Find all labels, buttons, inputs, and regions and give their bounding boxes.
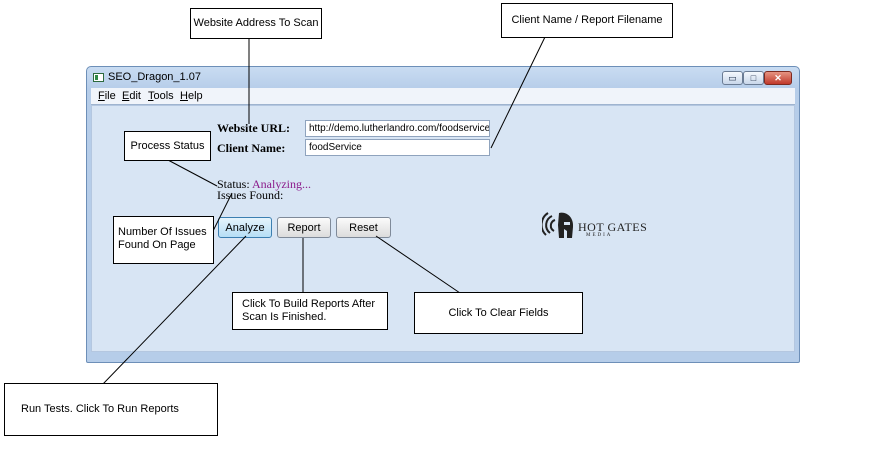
callout-issues-found-line2: Found On Page bbox=[118, 239, 196, 251]
callout-client-name: Client Name / Report Filename bbox=[501, 3, 673, 38]
callout-issues-found: Number Of Issues Found On Page bbox=[113, 216, 214, 264]
callout-report-line1: Click To Build Reports After bbox=[242, 298, 376, 310]
logo-subtitle: MEDIA bbox=[586, 233, 613, 238]
logo-name: HOT GATES bbox=[578, 220, 648, 234]
window-title: SEO_Dragon_1.07 bbox=[108, 71, 201, 83]
status-line: Status: Analyzing... bbox=[217, 177, 311, 192]
client-name-input[interactable]: foodService bbox=[305, 139, 490, 156]
status-label: Status: bbox=[217, 177, 250, 191]
menu-edit[interactable]: Edit bbox=[122, 90, 141, 102]
callout-reset: Click To Clear Fields bbox=[414, 292, 583, 334]
menu-bar: File Edit Tools Help bbox=[91, 88, 795, 105]
website-url-label: Website URL: bbox=[217, 121, 290, 135]
app-icon bbox=[93, 73, 104, 82]
status-value: Analyzing... bbox=[252, 177, 312, 191]
callout-process-status: Process Status bbox=[124, 131, 211, 161]
callout-website-address: Website Address To Scan bbox=[190, 8, 322, 39]
analyze-button[interactable]: Analyze bbox=[218, 217, 272, 238]
website-url-input[interactable]: http://demo.lutherlandro.com/foodservice… bbox=[305, 120, 490, 137]
report-button[interactable]: Report bbox=[277, 217, 331, 238]
title-bar[interactable]: SEO_Dragon_1.07 ▭ □ ✕ bbox=[87, 67, 799, 88]
menu-file[interactable]: File bbox=[98, 90, 116, 102]
minimize-button[interactable]: ▭ bbox=[722, 71, 743, 85]
menu-help[interactable]: Help bbox=[180, 90, 203, 102]
close-button[interactable]: ✕ bbox=[764, 71, 792, 85]
callout-analyze: Run Tests. Click To Run Reports bbox=[4, 383, 218, 436]
reset-button[interactable]: Reset bbox=[336, 217, 391, 238]
spartan-helmet-icon bbox=[540, 212, 574, 238]
hot-gates-media-logo: HOT GATES MEDIA bbox=[540, 205, 652, 245]
menu-tools[interactable]: Tools bbox=[148, 90, 174, 102]
callout-report: Click To Build Reports After Scan Is Fin… bbox=[232, 292, 388, 330]
client-name-label: Client Name: bbox=[217, 141, 286, 155]
callout-report-line2: Scan Is Finished. bbox=[242, 311, 327, 323]
issues-found-label: Issues Found: bbox=[217, 188, 284, 202]
callout-issues-found-line1: Number Of Issues bbox=[118, 226, 207, 238]
maximize-button[interactable]: □ bbox=[743, 71, 764, 85]
